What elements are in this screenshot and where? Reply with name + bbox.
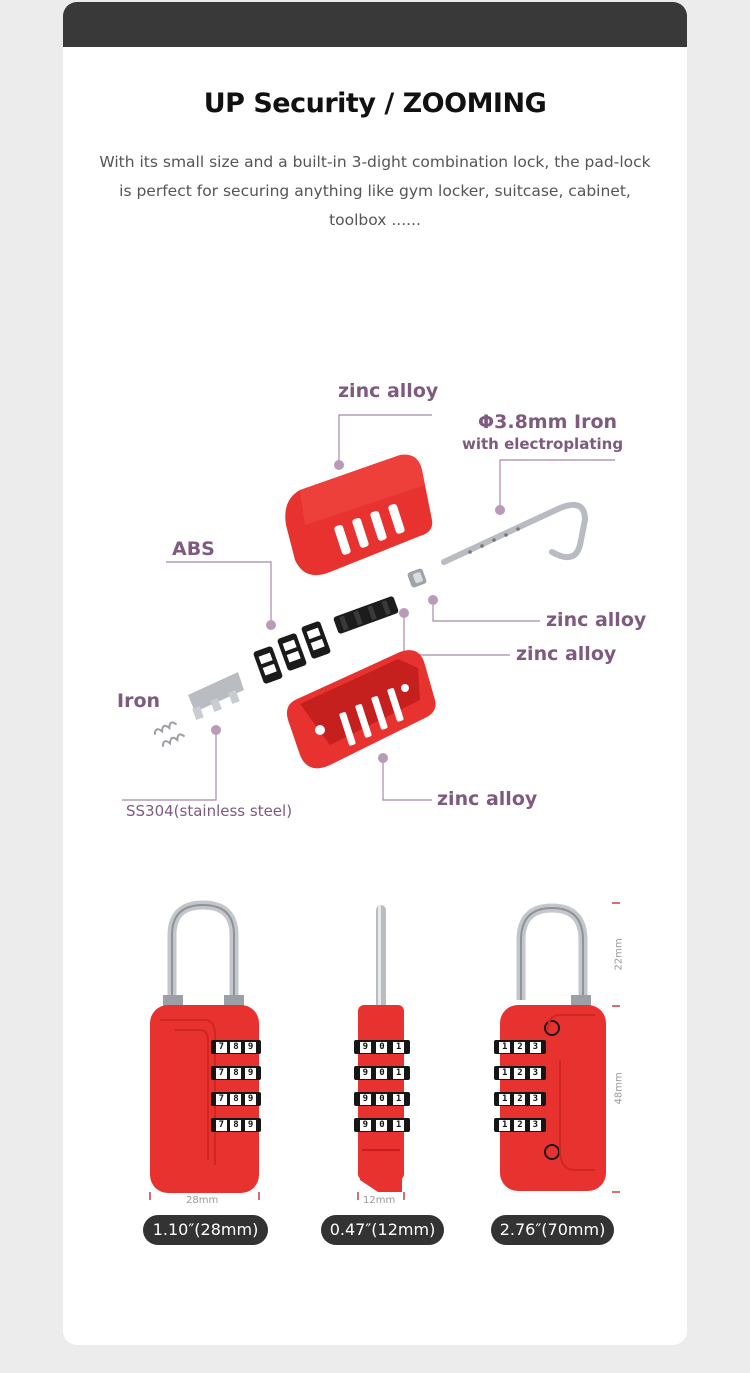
size-pill-height: 2.76″(70mm) (491, 1215, 614, 1245)
label-shackle-material: Φ3.8mm Iron (478, 411, 618, 433)
dial-digit: 9 (245, 1093, 257, 1105)
dial-digit: 9 (245, 1119, 257, 1131)
label-top-cover-material: zinc alloy (338, 380, 439, 402)
dial-digit: 8 (230, 1067, 242, 1079)
page-title: UP Security / ZOOMING (203, 88, 547, 119)
dial-digit: 1 (499, 1119, 511, 1131)
size-pill-width: 1.10″(28mm) (143, 1215, 268, 1245)
exploded-view-diagram (122, 414, 615, 801)
dial-digit: 1 (393, 1041, 405, 1053)
dial-digit: 9 (359, 1093, 371, 1105)
body-height-label: 48mm (613, 1072, 625, 1105)
dial-digit: 2 (514, 1041, 526, 1053)
dial-digit: 0 (376, 1041, 388, 1053)
top-bar (63, 2, 687, 47)
dial-digit: 3 (529, 1093, 541, 1105)
dial-digit: 0 (376, 1093, 388, 1105)
shackle-part (441, 502, 589, 565)
dial-digit: 2 (514, 1067, 526, 1079)
dial-digit: 3 (529, 1041, 541, 1053)
bottom-cover-part (286, 650, 436, 769)
dial-digit: 8 (230, 1119, 242, 1131)
dial-digit: 0 (376, 1067, 388, 1079)
label-bottom-cover-material: zinc alloy (437, 788, 538, 810)
shackle-height-label: 22mm (613, 938, 625, 971)
product-description: With its small size and a built-in 3-dig… (99, 153, 651, 229)
size-pill-depth: 0.47″(12mm) (321, 1215, 444, 1245)
front-width-label: 28mm (186, 1195, 219, 1206)
dial-digit: 1 (499, 1067, 511, 1079)
side-width-label: 12mm (363, 1195, 396, 1206)
label-plate-material: SS304(stainless steel) (126, 802, 293, 820)
dial-digit: 9 (245, 1041, 257, 1053)
spindle-part (333, 596, 399, 634)
dial-digit: 1 (499, 1041, 511, 1053)
dial-digit: 7 (215, 1041, 227, 1053)
label-wheels-material: ABS (172, 538, 215, 560)
dial-digit: 9 (245, 1067, 257, 1079)
steel-plate-part (188, 672, 244, 721)
dial-digit: 8 (230, 1093, 242, 1105)
dial-digit: 1 (393, 1093, 405, 1105)
dial-digit: 7 (215, 1093, 227, 1105)
dial-wheels-part (253, 621, 331, 684)
dial-digit: 7 (215, 1119, 227, 1131)
dial-digit: 1 (499, 1093, 511, 1105)
dial-digit: 9 (359, 1041, 371, 1053)
dial-digit: 3 (529, 1067, 541, 1079)
dial-digit: 1 (393, 1067, 405, 1079)
dial-digit: 8 (230, 1041, 242, 1053)
dial-digit: 7 (215, 1067, 227, 1079)
dial-digit: 1 (393, 1119, 405, 1131)
dial-digit: 9 (359, 1119, 371, 1131)
label-pin-material: zinc alloy (546, 609, 647, 631)
dial-digit: 9 (359, 1067, 371, 1079)
dial-digit: 0 (376, 1119, 388, 1131)
label-shackle-finish: with electroplating (462, 435, 624, 453)
top-cover-part (285, 454, 433, 576)
label-spring-material: Iron (117, 690, 161, 712)
dial-digit: 2 (514, 1119, 526, 1131)
dial-digit: 2 (514, 1093, 526, 1105)
label-spindle-material: zinc alloy (516, 643, 617, 665)
spring-part (153, 721, 186, 747)
dial-digit: 3 (529, 1119, 541, 1131)
